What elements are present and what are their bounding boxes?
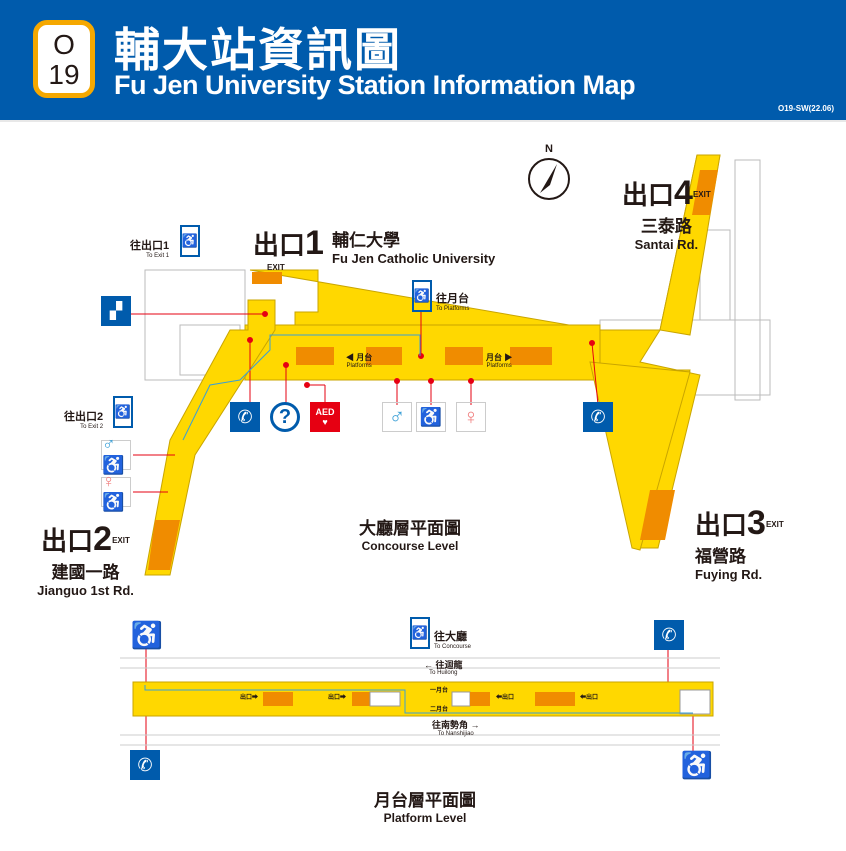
- elevator-icon: ♿: [412, 280, 432, 312]
- exit-1-tag: EXIT: [267, 263, 285, 272]
- platform-label-zh: 月台: [356, 353, 373, 362]
- exit-2-number: 2: [93, 520, 113, 558]
- concourse-level-zh: 大廳層平面圖: [359, 519, 461, 538]
- to-nanshijiao-en: To Nanshijiao: [437, 731, 474, 737]
- elevator-concourse-en: To Concourse: [434, 644, 472, 650]
- exit-3-prefix: 出口: [695, 510, 748, 540]
- exit-sign-zh: 出口: [502, 695, 515, 701]
- platform-label-en: Platforms: [346, 363, 372, 369]
- exit-sign: 出口➡: [328, 695, 347, 701]
- wheelchair-icon: ♿: [680, 749, 714, 780]
- telephone-icon: ✆: [230, 402, 260, 432]
- platform-label-zh: 月台: [486, 353, 502, 362]
- exit-2-tag: EXIT: [112, 536, 130, 545]
- exit-4-tag: EXIT: [692, 190, 711, 199]
- accessible-family-restroom-icon: ♿: [416, 402, 446, 432]
- accessible-womens-restroom-icon: ♀♿: [101, 471, 131, 512]
- aed-icon: AED♥: [310, 402, 340, 432]
- to-nanshijiao-zh: 往南勢角: [432, 720, 469, 730]
- exit-4-name-en: Santai Rd.: [634, 237, 699, 252]
- exit-sign: ⬅出口: [496, 695, 515, 701]
- exit-4-label: 出口4EXIT 三泰路 Santai Rd.: [622, 176, 711, 252]
- line-code: O: [53, 29, 75, 60]
- exit-3-number: 3: [747, 504, 766, 542]
- platform-label-en: Platforms: [486, 363, 512, 369]
- title-en: Fu Jen University Station Information Ma…: [114, 70, 636, 100]
- elevator-exit-1-en: To Exit 1: [146, 253, 170, 259]
- platform-direction-label: 月台 ▶Platforms: [486, 353, 513, 369]
- telephone-icon: ✆: [130, 750, 160, 780]
- exit-2-prefix: 出口: [41, 526, 94, 556]
- exit-4-number: 4: [674, 174, 693, 212]
- exit-3-name-en: Fuying Rd.: [695, 567, 763, 582]
- compass-label: N: [545, 143, 553, 155]
- station-number: 19: [48, 59, 80, 90]
- to-nanshijiao-label: 往南勢角 →To Nanshijiao: [432, 720, 480, 737]
- to-huilong-en: To Huilong: [429, 670, 458, 676]
- exit-3-name-zh: 福營路: [695, 547, 746, 566]
- exit-3-label: 出口3EXIT 福營路 Fuying Rd.: [695, 506, 784, 582]
- exit-1-label: 出口1 EXIT: [253, 224, 324, 272]
- platform-level-en: Platform Level: [383, 811, 467, 825]
- exit-2-name-en: Jianguo 1st Rd.: [37, 583, 134, 598]
- ticket-machine-icon: ▞: [101, 296, 131, 326]
- elevator-icon: ♿: [113, 396, 133, 428]
- elevator-platforms-en: To Platforms: [436, 306, 470, 312]
- aed-label: AED: [315, 407, 335, 417]
- exit-sign-zh: 出口: [328, 695, 341, 701]
- exit-4-prefix: 出口: [622, 180, 675, 210]
- mens-restroom-icon: ♂: [382, 402, 412, 432]
- exit-sign-zh: 出口: [586, 695, 599, 701]
- exit-1-prefix: 出口: [253, 230, 306, 260]
- exit-4-name-zh: 三泰路: [640, 217, 692, 236]
- compass-icon: [528, 158, 570, 200]
- exit-2-label: 出口2EXIT 建國一路 Jianguo 1st Rd.: [28, 522, 143, 598]
- exit-sign: 出口➡: [240, 695, 259, 701]
- exit-sign: ⬅出口: [580, 695, 599, 701]
- exit-1-name-zh: 輔仁大學: [332, 231, 400, 250]
- exit-3-tag: EXIT: [765, 520, 784, 529]
- map-code: O19-SW(22.06): [777, 104, 834, 113]
- elevator-icon: ♿: [180, 225, 200, 257]
- to-huilong-zh: 往迴龍: [435, 660, 463, 670]
- elevator-concourse-zh: 往大廳: [434, 631, 467, 643]
- womens-restroom-icon: ♀: [456, 402, 486, 432]
- elevator-exit-2-zh: 往出口2: [64, 411, 104, 423]
- platform-1-label: 一月台: [430, 688, 449, 694]
- platform-2-label: 二月台: [430, 707, 449, 713]
- elevator-exit-1-zh: 往出口1: [130, 240, 170, 252]
- exit-sign-zh: 出口: [240, 695, 253, 701]
- exit-1-number: 1: [305, 224, 324, 262]
- elevator-platforms-zh: 往月台: [436, 293, 469, 305]
- title-zh: 輔大站資訊圖: [114, 24, 402, 76]
- exit-2-name-zh: 建國一路: [51, 563, 120, 582]
- platform-level-zh: 月台層平面圖: [374, 791, 476, 810]
- telephone-icon: ✆: [654, 620, 684, 650]
- platform-area: [120, 657, 720, 746]
- accessible-route: [182, 334, 421, 441]
- elevator-exit-2-en: To Exit 2: [80, 424, 104, 430]
- wheelchair-icon: ♿: [130, 619, 164, 650]
- information-icon: ?: [270, 402, 300, 432]
- elevator-icon: ♿: [410, 617, 430, 649]
- concourse-level-en: Concourse Level: [361, 539, 459, 553]
- escalators: [148, 170, 718, 570]
- exit-1-name-en: Fu Jen Catholic University: [332, 251, 496, 266]
- telephone-icon: ✆: [583, 402, 613, 432]
- accessible-mens-restroom-icon: ♂♿: [101, 434, 131, 475]
